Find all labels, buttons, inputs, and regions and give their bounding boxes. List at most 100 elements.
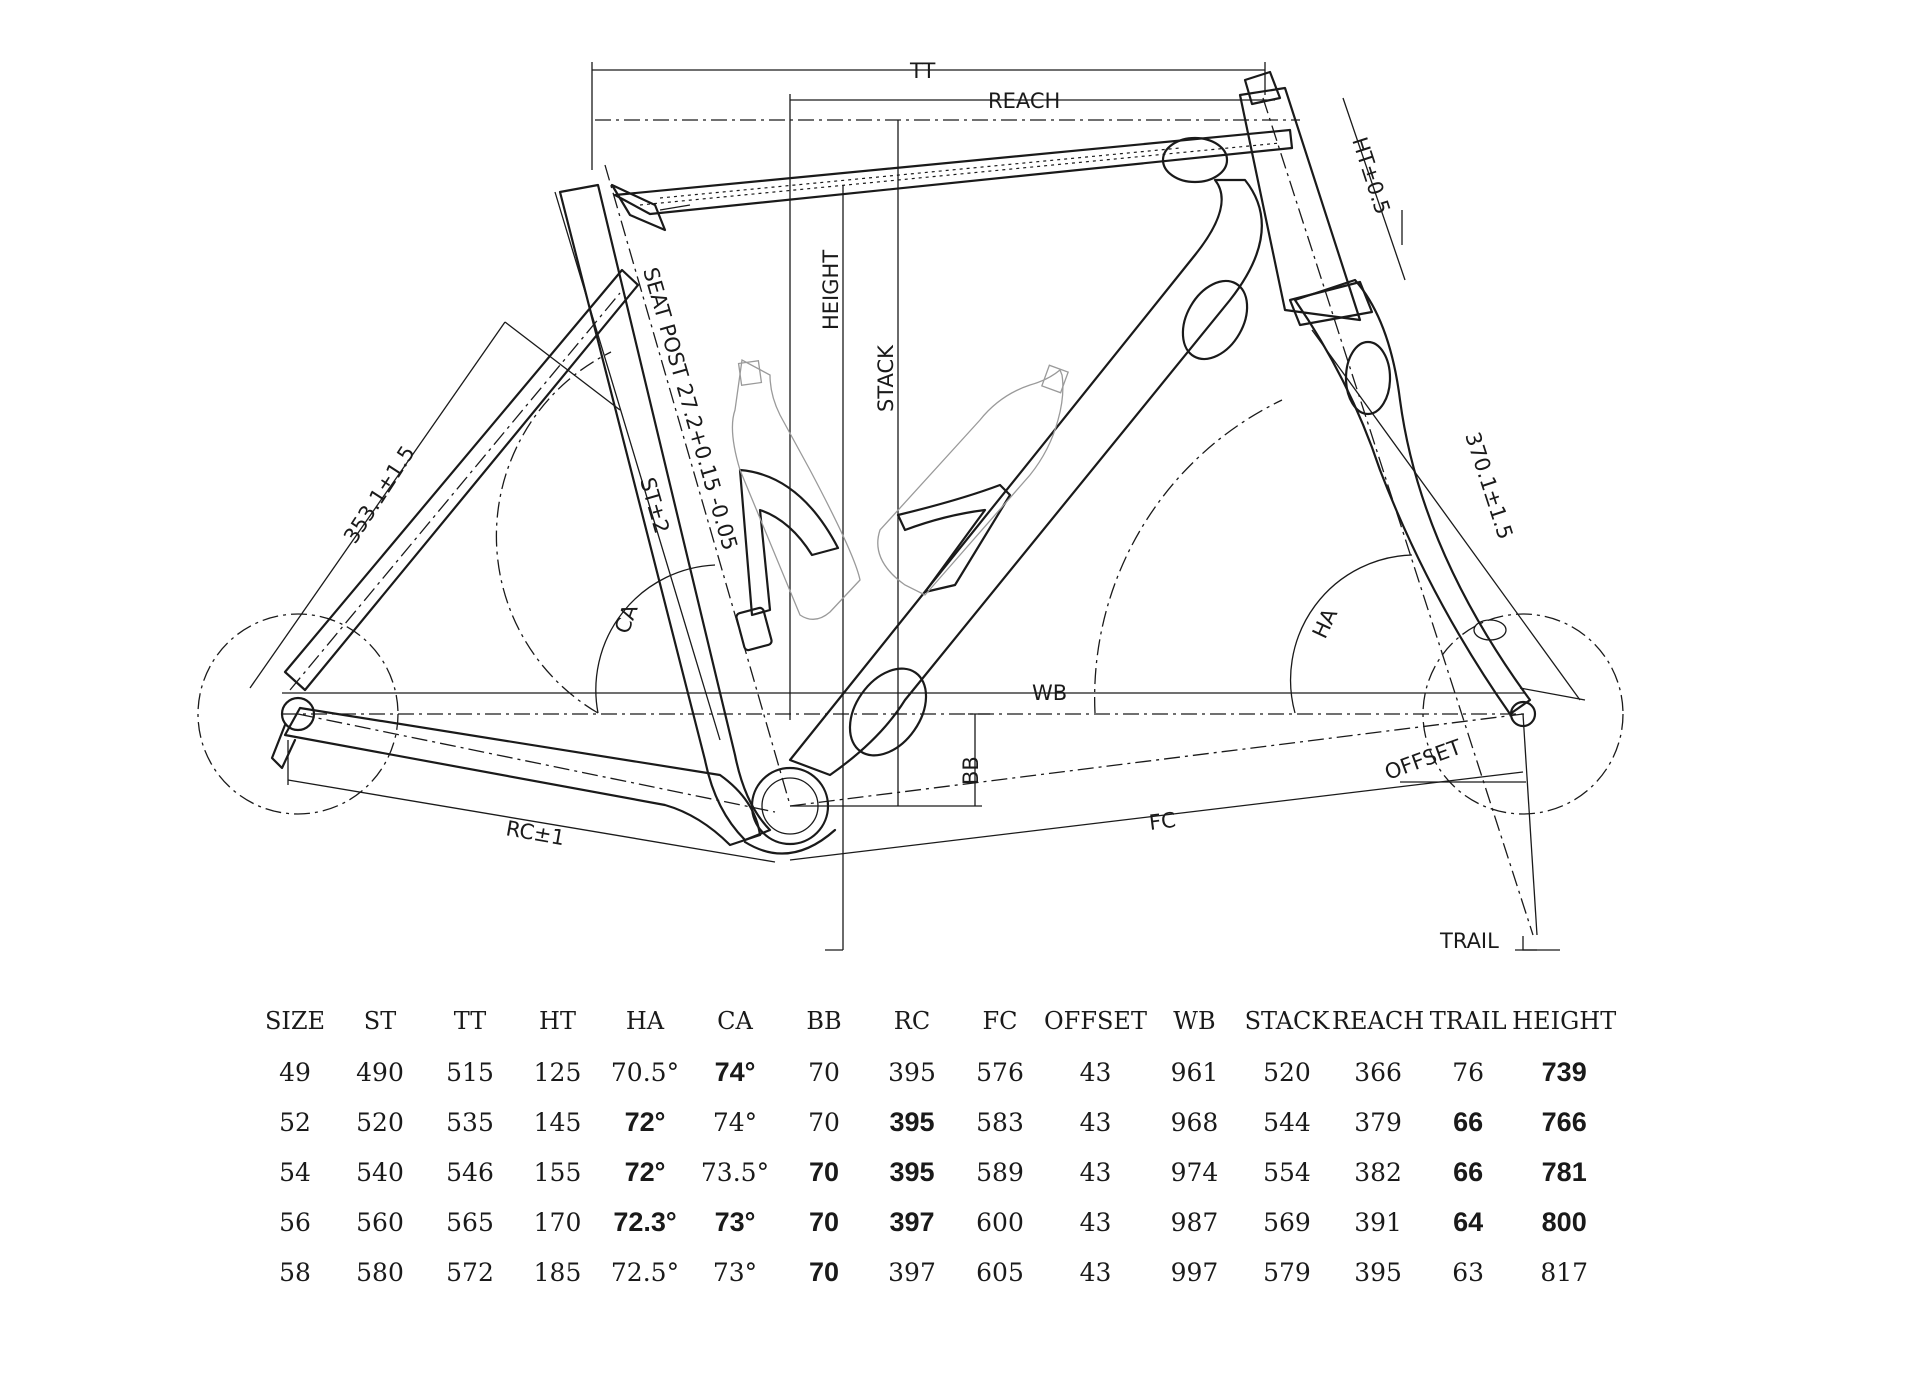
seat-tube-bottle-cap — [737, 359, 763, 387]
down-tube-bottle-cap — [1041, 364, 1069, 394]
fork-length-label: 370.1±1.5 — [1460, 429, 1517, 542]
bottom-bracket-inner — [761, 777, 819, 835]
table-cell: 490 — [356, 1057, 404, 1087]
down-tube-bottle-cage — [896, 483, 1012, 594]
seatstay-length-label: 353.1±1.5 — [339, 441, 420, 547]
table-cell: 72.3° — [613, 1206, 677, 1237]
seat-tube-bottle — [731, 358, 861, 620]
header-trail: TRAIL — [1429, 1007, 1507, 1035]
fork-lower-ring — [1473, 619, 1507, 641]
table-cell: 43 — [1079, 1157, 1112, 1187]
tt-label: TT — [909, 59, 935, 83]
top-tube-cable-line-2 — [659, 147, 1181, 199]
ht-dimension-line — [1342, 97, 1406, 281]
stack-label: STACK — [874, 344, 898, 412]
derailleur-hanger — [270, 723, 297, 770]
chainstay — [283, 706, 762, 847]
fork-blade — [1293, 278, 1532, 716]
down-tube — [788, 178, 1263, 777]
header-height: HEIGHT — [1512, 1007, 1617, 1035]
table-cell: 579 — [1263, 1257, 1311, 1287]
table-cell: 72° — [624, 1156, 666, 1187]
header-st: ST — [363, 1007, 397, 1035]
table-cell: 520 — [1263, 1057, 1311, 1087]
bb-to-front-axle-line — [789, 713, 1524, 807]
header-reach: REACH — [1331, 1007, 1425, 1035]
table-cell: 43 — [1079, 1257, 1112, 1287]
header-fc: FC — [982, 1007, 1018, 1035]
header-ha: HA — [625, 1007, 665, 1035]
table-cell: 580 — [356, 1257, 404, 1287]
header-bb: BB — [806, 1007, 842, 1035]
table-cell: 382 — [1354, 1157, 1402, 1187]
ht-label: HT±0.5 — [1347, 134, 1394, 217]
table-cell: 70 — [808, 1256, 840, 1287]
table-cell: 397 — [888, 1257, 936, 1287]
table-cell: 58 — [279, 1257, 311, 1287]
headset-top — [1243, 70, 1282, 106]
table-cell: 576 — [976, 1057, 1024, 1087]
table-cell: 70 — [808, 1206, 840, 1237]
table-cell: 546 — [446, 1157, 494, 1187]
table-cell: 395 — [1354, 1257, 1402, 1287]
table-cell: 544 — [1263, 1107, 1311, 1137]
table-cell: 540 — [356, 1157, 404, 1187]
table-cell: 66 — [1453, 1106, 1484, 1137]
table-cell: 395 — [889, 1106, 935, 1137]
table-cell: 170 — [533, 1207, 582, 1237]
frame-geometry-diagram: TT REACH HEIGHT STACK HT±0.5 SEAT POST 2… — [197, 59, 1624, 953]
table-cell: 554 — [1263, 1157, 1311, 1187]
table-cell: 63 — [1452, 1257, 1485, 1287]
table-cell: 560 — [356, 1207, 404, 1237]
table-cell: 987 — [1170, 1207, 1219, 1237]
table-cell: 589 — [976, 1157, 1024, 1187]
geometry-table: SIZE ST TT HT HA CA BB RC FC OFFSET WB S… — [255, 995, 1616, 1297]
wb-label: WB — [1032, 681, 1067, 705]
header-ht: HT — [539, 1007, 576, 1035]
seat-post-clamp — [659, 204, 691, 211]
trail-marker — [1522, 936, 1537, 951]
table-cell: 43 — [1079, 1207, 1112, 1237]
table-cell: 781 — [1541, 1156, 1587, 1187]
fork-junction — [1344, 340, 1392, 416]
top-tube-cable-line — [639, 142, 1281, 206]
offset-label: OFFSET — [1382, 735, 1465, 785]
trail-label: TRAIL — [1439, 929, 1499, 953]
table-cell: 73° — [714, 1206, 756, 1237]
head-angle-arc — [1093, 399, 1283, 714]
top-tube-junction — [1161, 136, 1229, 184]
table-cell: 569 — [1263, 1207, 1311, 1237]
rc-label: RC±1 — [504, 816, 566, 850]
table-cell: 70 — [808, 1156, 840, 1187]
down-tube-head-junction — [1181, 279, 1249, 361]
table-cell: 70.5° — [610, 1057, 680, 1087]
table-cell: 968 — [1170, 1107, 1219, 1137]
table-cell: 43 — [1079, 1107, 1112, 1137]
seat-tube — [558, 183, 772, 842]
table-cell: 572 — [446, 1257, 494, 1287]
table-cell: 64 — [1453, 1206, 1484, 1237]
header-size: SIZE — [264, 1007, 326, 1035]
bottom-bracket-shell — [750, 766, 830, 846]
seatstay-dimension-line — [249, 321, 506, 689]
bb-junction — [743, 828, 837, 855]
header-wb: WB — [1173, 1007, 1216, 1035]
table-cell: 397 — [889, 1206, 935, 1237]
seat-tube-axis — [604, 164, 791, 806]
fork-dimension-line — [1311, 329, 1581, 701]
top-tube — [613, 128, 1294, 216]
trail-tick-a — [1522, 713, 1538, 936]
table-cell: 974 — [1170, 1157, 1219, 1187]
table-cell: 70 — [808, 1107, 840, 1137]
table-cell: 997 — [1170, 1257, 1219, 1287]
table-cell: 817 — [1540, 1257, 1589, 1287]
ha-arc-inner — [1289, 554, 1413, 714]
seatstay-axis — [289, 292, 621, 691]
table-cell: 56 — [279, 1207, 311, 1237]
